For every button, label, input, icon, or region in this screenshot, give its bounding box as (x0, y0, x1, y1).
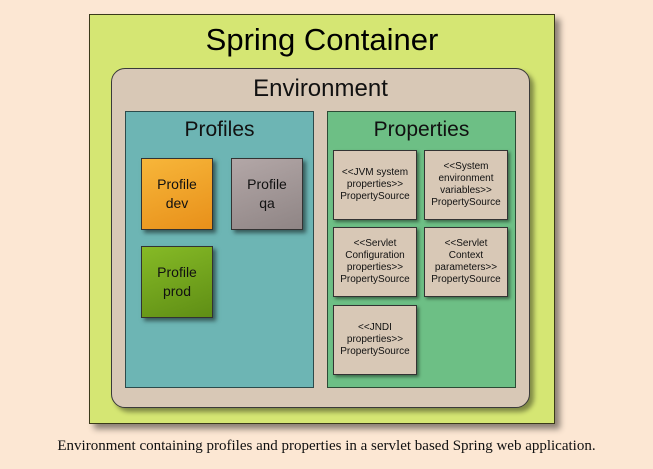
profiles-title: Profiles (184, 118, 255, 141)
servlet-context-parameters-source: <<Servlet Context parameters>> PropertyS… (424, 227, 508, 297)
profile-dev-box: Profile dev (141, 158, 213, 230)
environment-title: Environment (253, 75, 388, 102)
servlet-configuration-properties-source: <<Servlet Configuration properties>> Pro… (333, 227, 417, 297)
jvm-system-properties-source: <<JVM system properties>> PropertySource (333, 150, 417, 220)
system-environment-variables-source: <<System environment variables>> Propert… (424, 150, 508, 220)
profile-prod-box: Profile prod (141, 246, 213, 318)
figure-caption: Environment containing profiles and prop… (57, 438, 596, 454)
properties-title: Properties (373, 118, 470, 141)
jndi-properties-source: <<JNDI properties>> PropertySource (333, 305, 417, 375)
profile-qa-box: Profile qa (231, 158, 303, 230)
spring-container-title: Spring Container (205, 22, 439, 57)
